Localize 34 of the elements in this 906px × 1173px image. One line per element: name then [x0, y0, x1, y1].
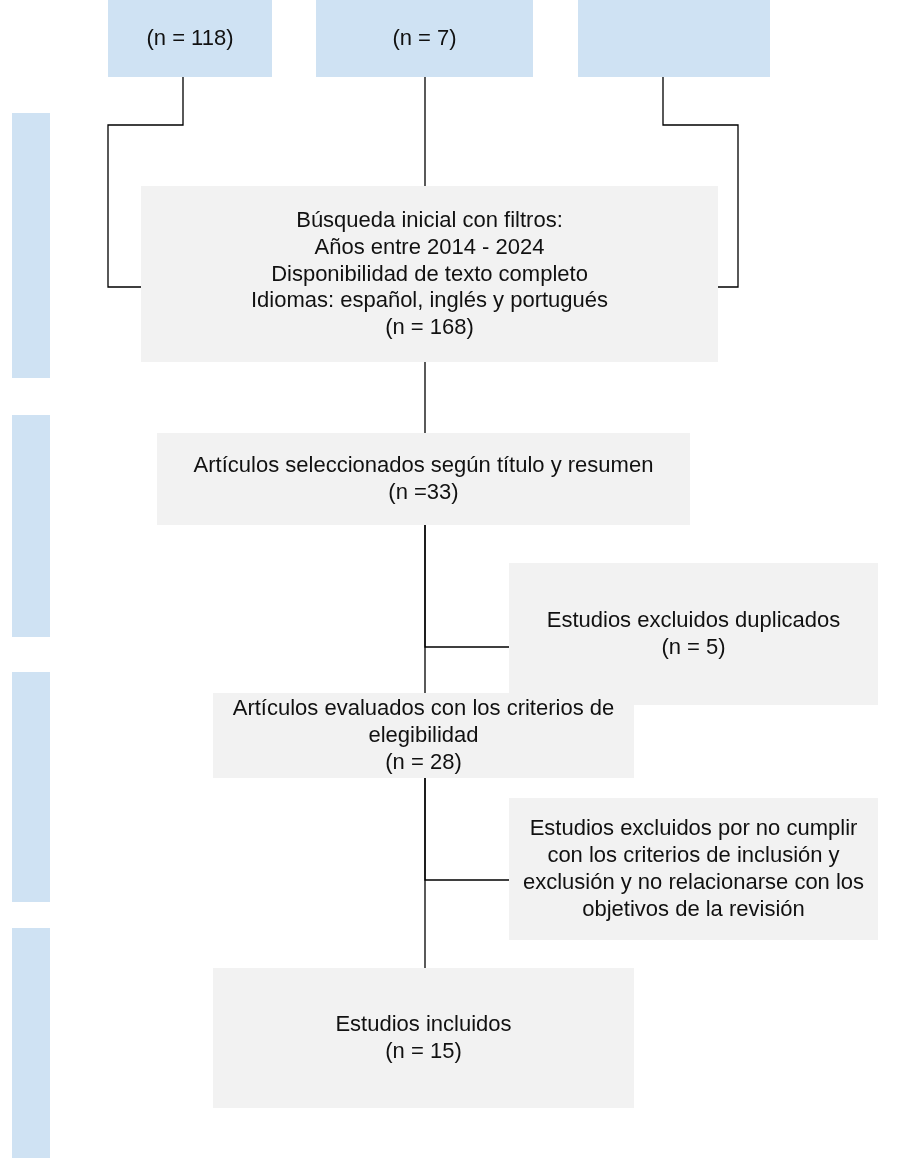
- source-box: [578, 0, 770, 77]
- box-text: Artículos evaluados con los criterios de elegibilidad: [231, 695, 616, 749]
- stage-bar: [12, 113, 50, 378]
- box-text: Disponibilidad de texto completo: [271, 260, 588, 288]
- source-box: [316, 0, 533, 77]
- box-text: (n = 168): [385, 314, 474, 342]
- stage-bar: [12, 928, 50, 1158]
- box-text: (n = 7): [392, 25, 457, 52]
- connector-line: [424, 524, 426, 694]
- box-text: (n = 28): [385, 748, 462, 776]
- stage-bar: [12, 415, 50, 637]
- box-text: (n =33): [388, 479, 459, 506]
- connector-line: [424, 777, 426, 969]
- box-text: Idiomas: español, inglés y portugués: [250, 287, 609, 315]
- box-text: Estudios excluidos duplicados: [546, 607, 841, 634]
- process-box: [213, 693, 634, 778]
- box-heading: Búsqueda inicial con filtros:: [296, 206, 563, 234]
- box-text: (n = 118): [146, 25, 234, 52]
- box-text: Estudios excluidos por no cumplir con los criterios de inclusión y exclusión y no relacionarse con los objetivos de la revisión: [521, 815, 866, 923]
- connector-line: [662, 76, 739, 288]
- process-box: [213, 968, 634, 1108]
- process-box: [157, 433, 690, 525]
- process-box: [509, 798, 878, 940]
- box-text: Artículos seleccionados según título y resumen: [193, 452, 654, 479]
- box-text: Años entre 2014 - 2024: [314, 233, 545, 261]
- box-text: (n = 5): [661, 634, 726, 661]
- box-text: Estudios incluidos: [335, 1011, 512, 1038]
- stage-bar: [12, 672, 50, 902]
- connector-line: [424, 76, 426, 187]
- source-box: [108, 0, 272, 77]
- box-text: (n = 15): [385, 1038, 462, 1065]
- connector-line: [424, 361, 426, 434]
- process-box: [141, 186, 718, 362]
- connector-line: [107, 76, 184, 288]
